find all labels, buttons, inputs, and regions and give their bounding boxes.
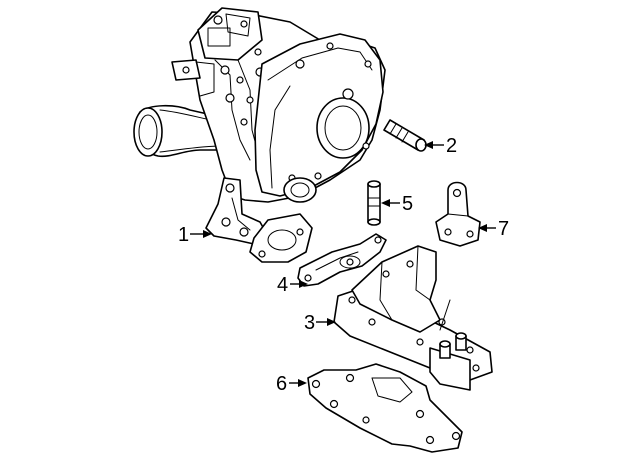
gasket-part-6[interactable] bbox=[307, 363, 463, 453]
callout-5: 5 bbox=[381, 193, 413, 215]
svg-text:6: 6 bbox=[276, 373, 287, 395]
oil-cooler-part-3[interactable] bbox=[333, 245, 493, 391]
callout-3: 3 bbox=[304, 312, 336, 334]
svg-text:2: 2 bbox=[446, 135, 457, 157]
svg-text:4: 4 bbox=[277, 274, 288, 296]
callout-2: 2 bbox=[424, 135, 457, 157]
stud-part-5[interactable] bbox=[367, 180, 381, 226]
callout-6: 6 bbox=[276, 373, 307, 395]
callout-1: 1 bbox=[178, 224, 212, 246]
svg-text:5: 5 bbox=[402, 193, 413, 215]
svg-text:7: 7 bbox=[498, 218, 509, 240]
stud-part-2[interactable] bbox=[383, 119, 427, 152]
svg-text:1: 1 bbox=[178, 224, 189, 246]
bracket-part-7[interactable] bbox=[435, 181, 481, 247]
callout-7: 7 bbox=[478, 218, 509, 240]
turbocharger-assembly[interactable] bbox=[133, 7, 386, 263]
svg-text:3: 3 bbox=[304, 312, 315, 334]
callout-4: 4 bbox=[277, 274, 308, 296]
